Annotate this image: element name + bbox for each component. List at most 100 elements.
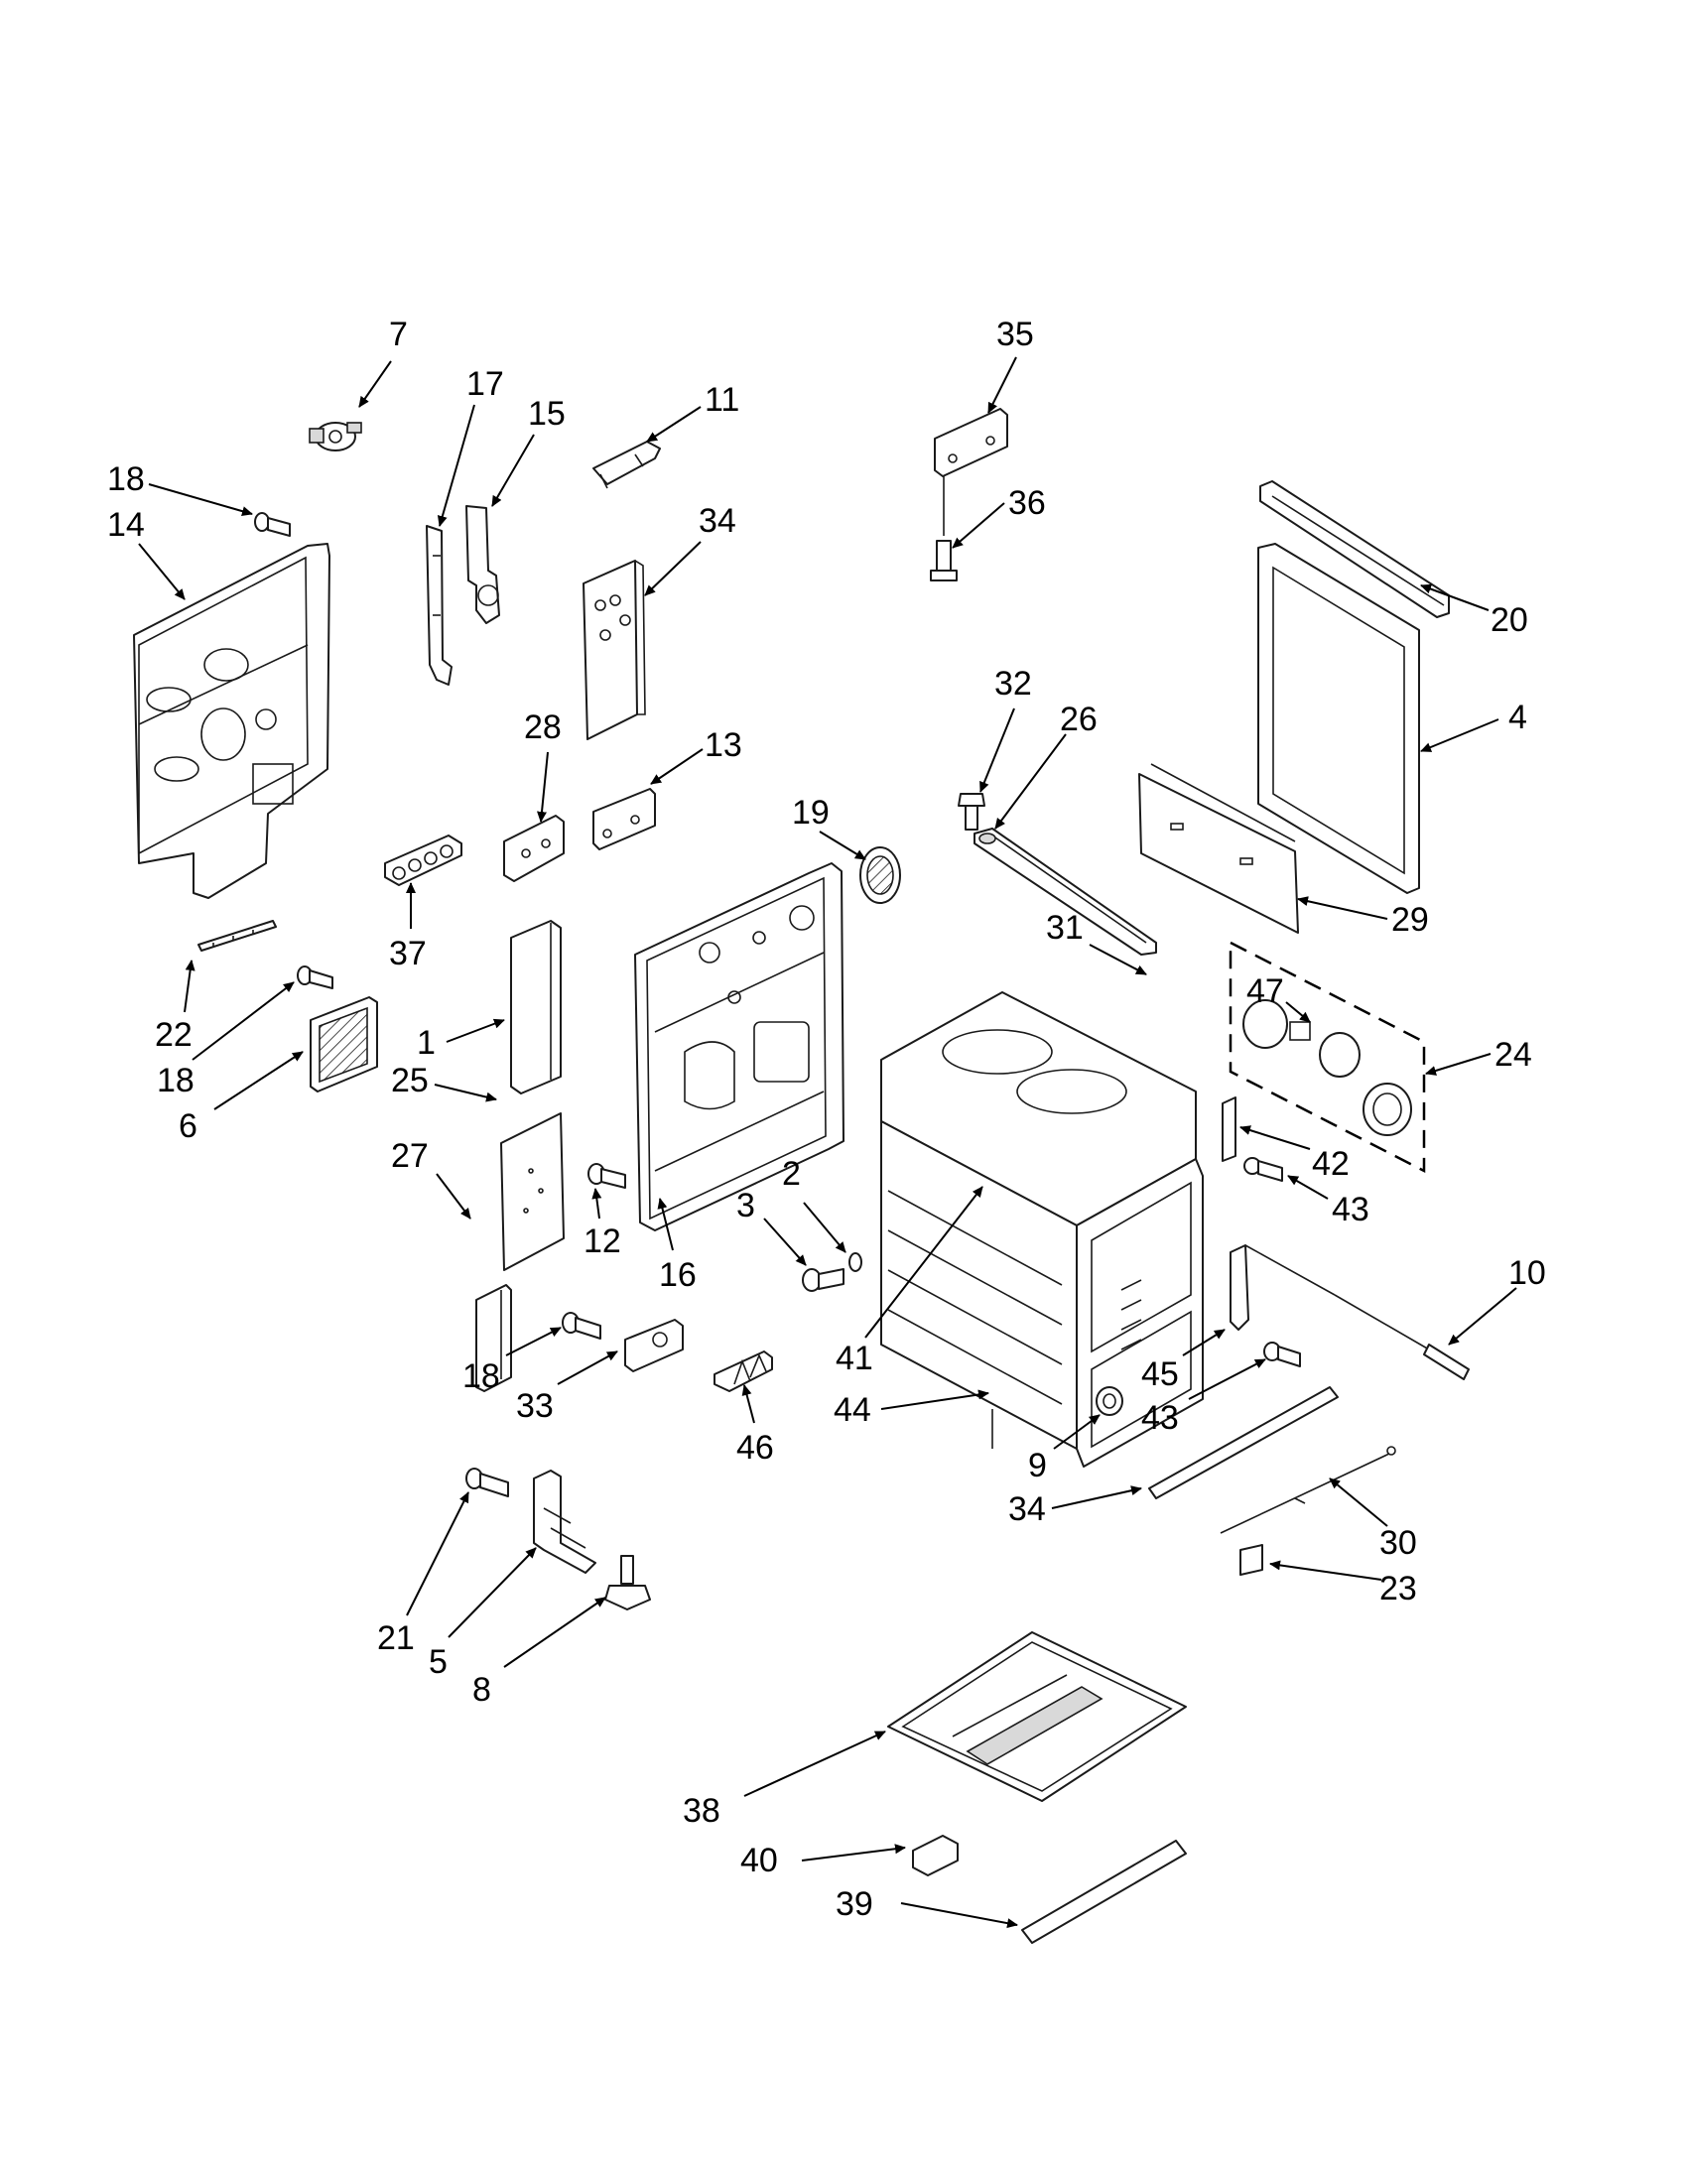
part-18-screw-low (562, 1312, 601, 1340)
callout-29: 29 (1391, 901, 1429, 939)
callout-4: 4 (1508, 699, 1527, 736)
callout-3: 3 (736, 1187, 755, 1224)
leader-23 (1269, 1560, 1382, 1581)
callout-41: 41 (836, 1340, 873, 1377)
part-29-panel (1138, 763, 1299, 934)
leader-32 (979, 707, 1015, 793)
callout-34a: 34 (699, 502, 736, 540)
part-35-bracket (934, 408, 1008, 477)
leader-33 (557, 1350, 618, 1385)
callout-38: 38 (683, 1792, 720, 1830)
leader-38 (743, 1731, 886, 1797)
leader-30 (1329, 1477, 1388, 1527)
leader-25 (434, 1084, 497, 1102)
leader-18c (505, 1327, 562, 1356)
leader-10 (1448, 1287, 1517, 1346)
callout-27: 27 (391, 1137, 429, 1175)
leader-31 (1089, 944, 1147, 975)
callout-34b: 34 (1008, 1490, 1046, 1528)
callout-18b: 18 (157, 1062, 195, 1099)
part-39-kick-plate (1021, 1840, 1187, 1944)
part-2-washer (848, 1252, 862, 1272)
part-3-screw (802, 1268, 844, 1292)
parts (133, 408, 1470, 1944)
part-13-bracket (592, 788, 656, 850)
part-18-screw-top (254, 512, 291, 537)
callout-30: 30 (1379, 1524, 1417, 1562)
callout-10: 10 (1508, 1254, 1546, 1292)
part-8-leg (604, 1555, 651, 1610)
callout-labels: 7 17 15 11 18 14 34 28 13 22 18 6 37 1 2… (107, 316, 1546, 1923)
callout-45: 45 (1141, 1355, 1179, 1393)
callout-44: 44 (834, 1391, 871, 1429)
part-4-door-frame (1257, 543, 1420, 894)
callout-9: 9 (1028, 1447, 1047, 1484)
leader-39 (900, 1902, 1018, 1929)
leader-45 (1182, 1329, 1226, 1356)
leader-6 (213, 1051, 304, 1110)
callout-19: 19 (792, 794, 830, 832)
leader-43b (1188, 1358, 1266, 1400)
leader-9 (1053, 1414, 1101, 1450)
part-17-bracket (426, 525, 453, 686)
part-47-bulb (1242, 999, 1361, 1078)
callout-43a: 43 (1332, 1191, 1369, 1228)
leader-18a (148, 483, 253, 517)
part-45-bracket (1230, 1244, 1336, 1331)
callout-46: 46 (736, 1429, 774, 1467)
callout-40: 40 (740, 1842, 778, 1879)
part-33-bracket (624, 1319, 684, 1372)
part-34-cover-upper (583, 560, 646, 740)
leader-28 (537, 751, 549, 823)
part-32-screw (958, 793, 985, 831)
callout-11: 11 (705, 381, 739, 419)
leader-35 (987, 356, 1017, 414)
callout-16: 16 (659, 1256, 697, 1294)
leader-2 (803, 1202, 846, 1253)
callout-20: 20 (1491, 601, 1528, 639)
callout-12: 12 (584, 1222, 621, 1260)
callout-21: 21 (377, 1619, 415, 1657)
callout-6: 6 (179, 1107, 197, 1145)
leader-24 (1425, 1053, 1492, 1076)
part-30-harness (1220, 1446, 1396, 1534)
leader-1 (446, 1018, 505, 1043)
part-6-vent (310, 996, 378, 1092)
part-22-rail (197, 920, 277, 952)
callout-18c: 18 (462, 1357, 500, 1395)
callout-32: 32 (994, 665, 1032, 703)
leader-15 (491, 434, 535, 507)
part-26-latch (974, 828, 1157, 956)
leader-43a (1287, 1175, 1329, 1200)
leader-18b (192, 981, 295, 1061)
part-38-bottom-tray (887, 1631, 1187, 1802)
part-15-bracket (465, 505, 500, 624)
leader-lines (138, 356, 1517, 1929)
callout-36: 36 (1008, 484, 1046, 522)
callout-37: 37 (389, 935, 427, 972)
callout-26: 26 (1060, 701, 1098, 738)
leader-47 (1285, 1001, 1311, 1023)
callout-18a: 18 (107, 460, 145, 498)
leader-16 (657, 1198, 674, 1251)
part-42-bracket (1222, 1096, 1236, 1162)
part-20-top-trim (1259, 480, 1450, 618)
leader-21 (406, 1491, 469, 1616)
leader-13 (650, 748, 704, 785)
part-18-screw-mid (297, 965, 333, 989)
part-34-trim-lower (1148, 1386, 1339, 1499)
callout-5: 5 (429, 1643, 448, 1681)
leader-40 (801, 1844, 906, 1862)
callout-43b: 43 (1141, 1399, 1179, 1437)
leader-4 (1420, 718, 1499, 752)
callout-23: 23 (1379, 1570, 1417, 1607)
leader-5 (448, 1547, 537, 1638)
leader-22 (184, 960, 195, 1013)
part-43-screw-lower (1263, 1342, 1301, 1367)
leader-20 (1420, 583, 1490, 611)
leader-36 (952, 502, 1005, 549)
leader-11 (646, 406, 702, 443)
callout-39: 39 (836, 1885, 873, 1923)
part-28-bracket (503, 815, 565, 882)
part-1-channel (510, 920, 562, 1094)
